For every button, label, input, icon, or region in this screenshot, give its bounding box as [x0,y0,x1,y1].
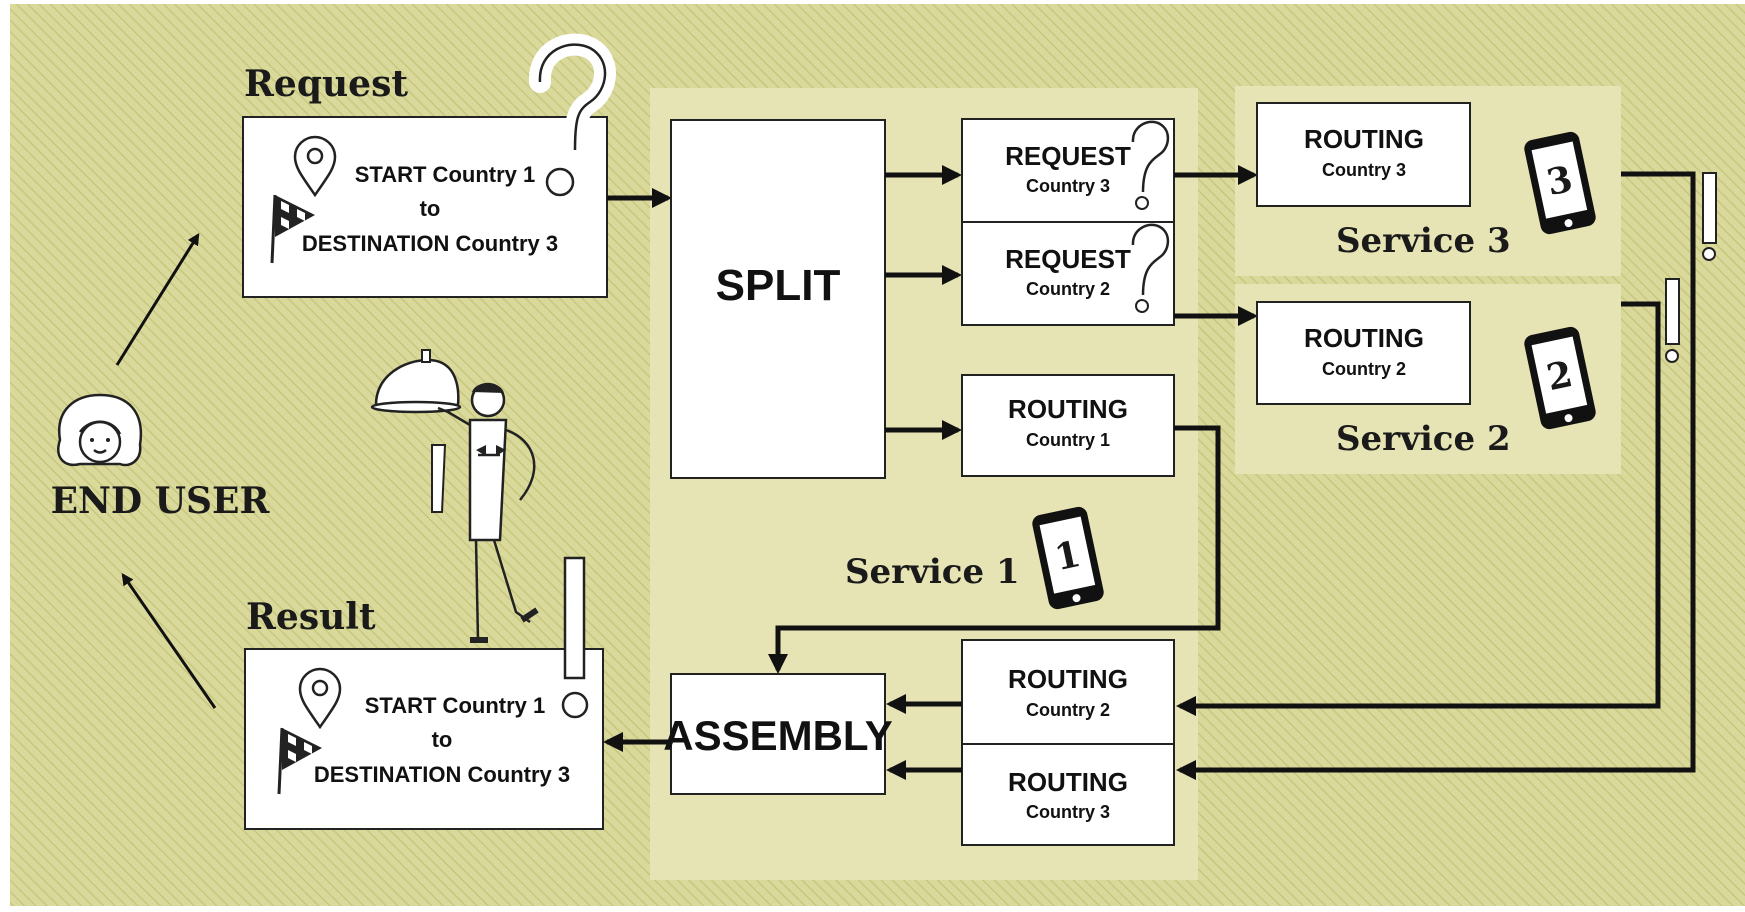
service-2-routing-box [1257,302,1470,404]
service-3-routing-sub: Country 3 [1322,160,1406,180]
routing-country-1-title: ROUTING [1008,394,1128,424]
request-line-2: to [420,196,441,221]
request-line-1: START Country 1 [355,162,535,187]
routing-country-1-sub: Country 1 [1026,430,1110,450]
assembly-label: ASSEMBLY [663,712,893,759]
result-line-2: to [432,727,453,752]
service-3-routing-box [1257,103,1470,206]
service-2-routing-title: ROUTING [1304,323,1424,353]
service-3-label: Service 3 [1336,221,1511,261]
result-line-1: START Country 1 [365,693,545,718]
return-routing-country-2-title: ROUTING [1008,664,1128,694]
result-heading: Result [246,596,376,638]
result-line-3: DESTINATION Country 3 [314,762,570,787]
service-3-routing-title: ROUTING [1304,124,1424,154]
service-2-routing-sub: Country 2 [1322,359,1406,379]
return-routing-country-3-title: ROUTING [1008,767,1128,797]
request-country-2-sub: Country 2 [1026,279,1110,299]
request-country-3-title: REQUEST [1005,141,1131,171]
request-country-3-sub: Country 3 [1026,176,1110,196]
return-routing-country-2-sub: Country 2 [1026,700,1110,720]
routing-country-1-box [962,375,1174,476]
request-country-2-title: REQUEST [1005,244,1131,274]
service-1-label: Service 1 [845,552,1020,592]
return-routing-country-3-sub: Country 3 [1026,802,1110,822]
end-user-icon [58,395,141,465]
request-heading: Request [244,63,408,105]
end-user-label: END USER [51,480,271,522]
split-label: SPLIT [716,261,841,310]
request-line-3: DESTINATION Country 3 [302,231,558,256]
service-2-label: Service 2 [1336,419,1511,459]
